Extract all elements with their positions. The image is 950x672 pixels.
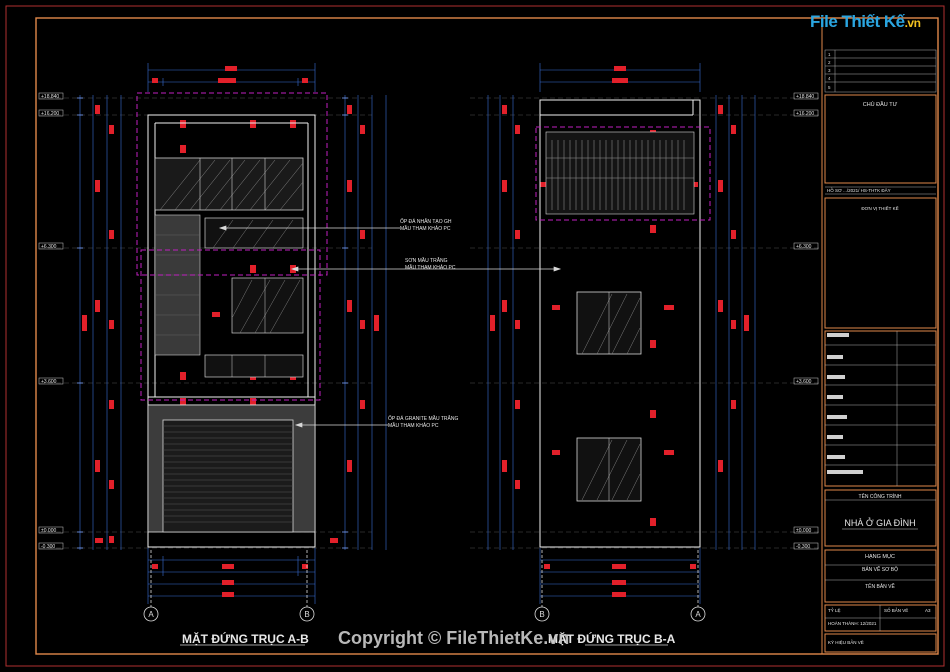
right-level-5: ±0.000: [796, 528, 811, 534]
right-level-4: +3.600: [796, 379, 812, 385]
project-name: NHÀ Ở GIA ĐÌNH: [844, 517, 915, 528]
sheet-value: A3: [925, 608, 931, 613]
project-label: TÊN CÔNG TRÌNH: [859, 492, 902, 500]
sign-label: KÝ HIỆU BẢN VẼ: [828, 638, 864, 645]
filethietke-logo: File Thiết Kế.vn: [810, 12, 922, 42]
note-1-line-2: MẦU THAM KHẢO PC: [400, 226, 451, 232]
rev-row-1: 1: [828, 52, 831, 57]
left-axis-b: B: [304, 610, 309, 619]
left-level-3: +6.300: [41, 244, 57, 250]
note-3-line-1: ỐP ĐÁ GRANITE MẦU TRẮNG: [388, 416, 459, 422]
left-rolling-shutter: [162, 419, 294, 533]
item-label: HẠNG MỤC: [865, 554, 895, 560]
rev-row-5: 5: [828, 85, 831, 90]
left-level-4: +3.600: [41, 379, 57, 385]
owner-label: CHỦ ĐẦU TƯ: [863, 101, 898, 108]
scale-label: TỶ LỆ: [828, 606, 841, 613]
left-upper-window-hatch: [154, 157, 304, 211]
logo-name: File Thiết Kế: [810, 12, 905, 31]
drawing-frame: [35, 17, 939, 655]
logo-domain: .vn: [904, 16, 921, 30]
right-level-3: +6.300: [796, 244, 812, 250]
right-level-2: +16.200: [796, 111, 814, 117]
drawing-label: TÊN BẢN VẼ: [865, 582, 895, 590]
right-level-1: +18.840: [796, 94, 814, 100]
left-level-6: -0.300: [41, 544, 55, 550]
sheet-label: SỐ BẢN VẼ: [884, 607, 908, 613]
note-2-line-1: SƠN MẦU TRẮNG: [405, 258, 448, 264]
item-value: BẢN VẼ SƠ BỘ: [862, 566, 898, 573]
right-roof-tiles: [545, 131, 695, 215]
left-level-2: +16.200: [41, 111, 59, 117]
left-view-title: MẶT ĐỨNG TRỤC A-B: [182, 632, 309, 646]
left-level-1: +18.840: [41, 94, 59, 100]
date-line: HOÀN THÀNH: 12/2021: [828, 620, 877, 626]
contract-line: HỒ SƠ .../2021/ HS-THTK ĐÂY: [827, 187, 891, 193]
note-3-line-2: MẦU THAM KHẢO PC: [388, 423, 439, 429]
right-elevation: +18.840 +16.200 +6.300 +3.600 ±0.000 -0.…: [470, 63, 820, 646]
note-granite-cladding: ỐP ĐÁ GRANITE MẦU TRẮNG MẦU THAM KHẢO PC: [388, 416, 458, 430]
copyright-watermark: Copyright © FileThietKe.vn: [338, 628, 570, 648]
note-white-paint: SƠN MẦU TRẮNG MẦU THAM KHẢO PC: [405, 258, 455, 272]
right-axis-a: A: [695, 610, 701, 619]
right-view-title: MẶT ĐỨNG TRỤC B-A: [548, 632, 676, 646]
title-block: [821, 18, 937, 654]
left-axis-a: A: [148, 610, 154, 619]
left-elevation: +18.840 +16.200 +6.300 +3.600 ±0.000 -0.…: [38, 63, 387, 646]
left-level-5: ±0.000: [41, 528, 56, 534]
note-1-line-1: ỐP ĐÁ NHÂN TẠO GH: [400, 219, 452, 225]
designer-label: ĐƠN VỊ THIẾT KẾ: [861, 205, 898, 211]
outer-border: [5, 5, 945, 667]
rev-row-3: 3: [828, 68, 831, 73]
right-level-6: -0.300: [796, 544, 810, 550]
rev-row-2: 2: [828, 60, 831, 65]
rev-row-4: 4: [828, 76, 831, 81]
right-axis-b: B: [539, 610, 544, 619]
note-2-line-2: MẦU THAM KHẢO PC: [405, 265, 456, 271]
note-stone-cladding: ỐP ĐÁ NHÂN TẠO GH MẦU THAM KHẢO PC: [400, 219, 452, 233]
